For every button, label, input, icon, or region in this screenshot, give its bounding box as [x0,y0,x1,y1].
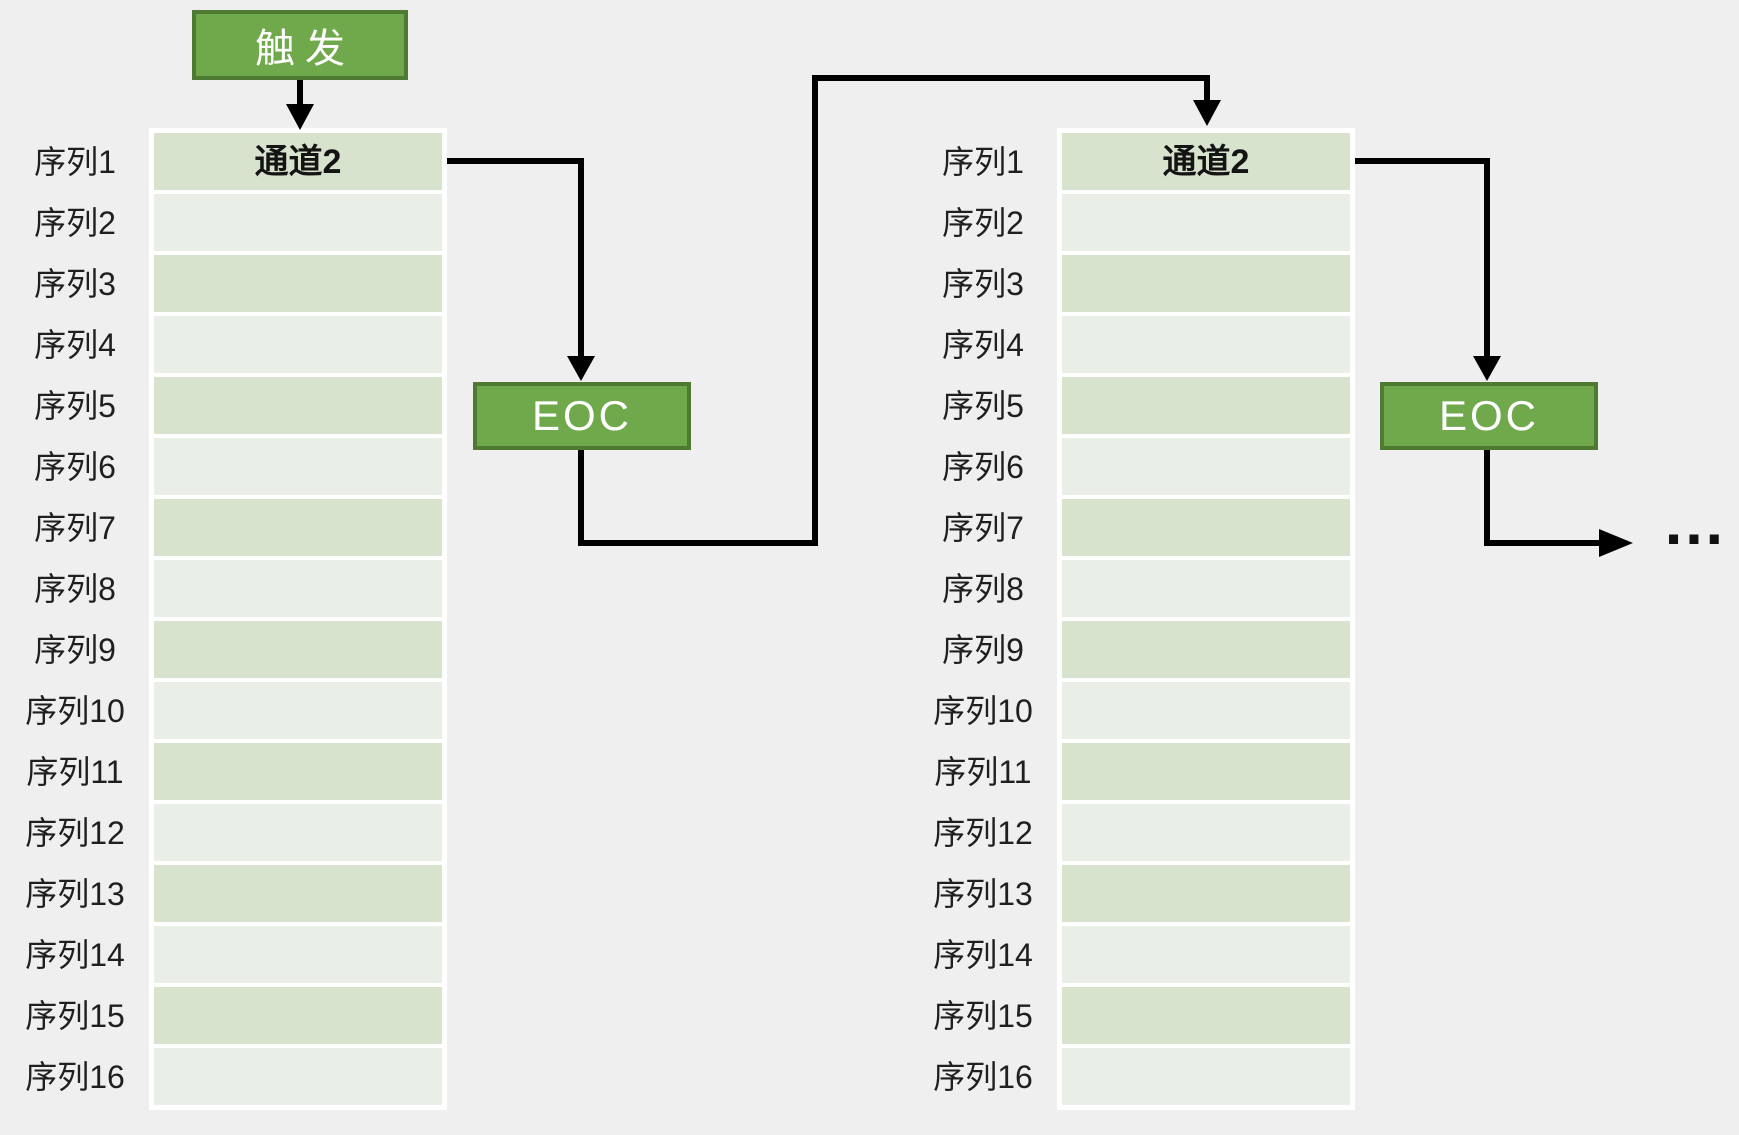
sequence-label: 序列14 [25,936,125,973]
eoc-box-2: EOC [1380,382,1598,450]
sequence-row [1062,743,1350,800]
sequence-label: 序列10 [25,692,125,729]
eoc-box-2-label: EOC [1438,392,1539,439]
sequence-row [1062,377,1350,434]
sequence-table-2: 通道2 [1057,128,1355,1110]
sequence-row [154,377,442,434]
sequence-row: 通道2 [1062,133,1350,190]
sequence-row [154,865,442,922]
sequence-label: 序列2 [34,204,116,241]
sequence-label: 序列10 [933,692,1033,729]
sequence-row [154,987,442,1044]
trigger-box-label: 触发 [255,27,355,71]
sequence-row [1062,255,1350,312]
seq1-to-eoc2-arrow [1355,158,1501,381]
sequence-row [1062,1048,1350,1105]
sequence-label: 序列7 [34,509,116,546]
continuation-ellipsis: … [1662,486,1728,558]
sequence-label: 序列8 [942,570,1024,607]
sequence-label: 序列3 [34,265,116,302]
sequence-label: 序列11 [934,753,1032,790]
sequence-label: 序列15 [933,997,1033,1034]
sequence-row: 通道2 [154,133,442,190]
sequence-row [154,255,442,312]
sequence-row [1062,682,1350,739]
sequence-row [1062,316,1350,373]
sequence-row [1062,438,1350,495]
trigger-down-arrow [286,80,314,130]
eoc-box-1: EOC [473,382,691,450]
sequence-row [1062,865,1350,922]
sequence-label: 序列16 [933,1058,1033,1095]
sequence-label: 序列1 [34,143,116,180]
sequence-row [154,1048,442,1105]
sequence-row [154,682,442,739]
sequence-label: 序列13 [933,875,1033,912]
sequence-label: 序列1 [942,143,1024,180]
eoc-box-1-label: EOC [531,392,632,439]
channel-cell-text: 通道2 [254,142,342,181]
sequence-row [1062,621,1350,678]
sequence-row [154,743,442,800]
sequence-label: 序列5 [942,387,1024,424]
sequence-row [154,560,442,617]
sequence-label: 序列7 [942,509,1024,546]
sequence-label: 序列13 [25,875,125,912]
sequence-row [154,438,442,495]
sequence-label: 序列16 [25,1058,125,1095]
sequence-row [1062,560,1350,617]
seq1-to-eoc1-arrow [447,158,595,381]
eoc2-continue-arrow [1484,449,1633,557]
sequence-row [154,926,442,983]
sequence-row [154,316,442,373]
sequence-row [154,499,442,556]
sequence-label: 序列9 [34,631,116,668]
sequence-row [1062,926,1350,983]
trigger-box: 触发 [192,10,408,80]
sequence-label: 序列5 [34,387,116,424]
sequence-label: 序列14 [933,936,1033,973]
sequence-label: 序列4 [942,326,1024,363]
sequence-row [1062,499,1350,556]
sequence-label: 序列15 [25,997,125,1034]
sequence-row [1062,804,1350,861]
sequence-label: 序列12 [25,814,125,851]
sequence-row [1062,194,1350,251]
sequence-table-1: 通道2 [149,128,447,1110]
channel-cell-text: 通道2 [1162,142,1250,181]
sequence-label: 序列11 [26,753,124,790]
sequence-label-column-2: 序列1 序列2 序列3 序列4 序列5 序列6 序列7 序列8 序列9 序列10 序列11 序列12 序… [908,128,1058,1110]
sequence-row [154,621,442,678]
sequence-label: 序列4 [34,326,116,363]
sequence-label: 序列8 [34,570,116,607]
sequence-row [154,194,442,251]
sequence-label-column-1: 序列1 序列2 序列3 序列4 序列5 序列6 序列7 序列8 序列9 序列10 序列11 序列12 序… [0,128,150,1110]
sequence-label: 序列2 [942,204,1024,241]
sequence-label: 序列3 [942,265,1024,302]
sequence-row [154,804,442,861]
sequence-row [1062,987,1350,1044]
sequence-label: 序列9 [942,631,1024,668]
sequence-label: 序列12 [933,814,1033,851]
sequence-label: 序列6 [34,448,116,485]
sequence-label: 序列6 [942,448,1024,485]
